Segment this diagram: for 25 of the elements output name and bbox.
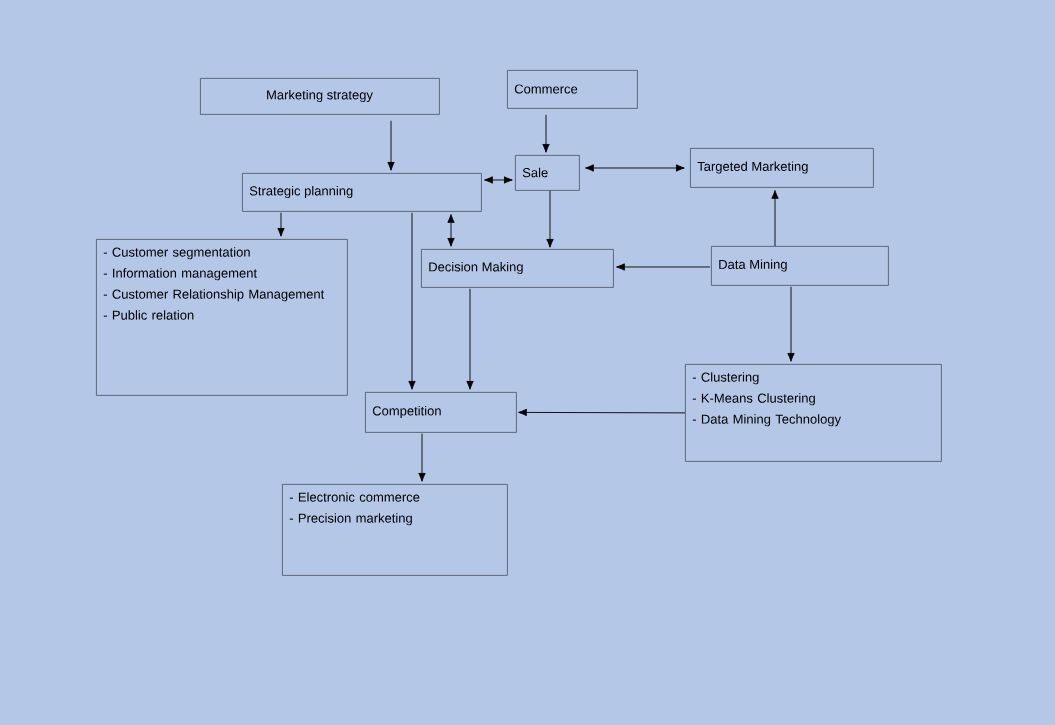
text-box: Strategic planning [242, 173, 482, 212]
text-box: Sale [515, 155, 580, 191]
arrow [447, 214, 455, 247]
arrow [418, 433, 426, 482]
arrow [387, 120, 395, 171]
text-box: Commerce [507, 70, 638, 109]
arrow [542, 114, 550, 153]
arrow [484, 176, 513, 184]
arrow [585, 164, 685, 172]
text-box: Data Mining [711, 246, 889, 286]
text-box: - Customer segmentation - Information management - Customer Relationship Management - Public relation [96, 239, 348, 396]
arrow [771, 190, 779, 247]
text-box: Decision Making [421, 249, 614, 288]
arrow [787, 286, 795, 362]
arrow [616, 263, 711, 271]
arrow [277, 212, 285, 237]
text-box: Targeted Marketing [690, 148, 874, 188]
arrow [466, 288, 474, 390]
arrow [408, 212, 416, 390]
text-box: - Clustering - K-Means Clustering - Data Mining Technology [685, 364, 942, 462]
arrow [546, 190, 554, 248]
arrow [518, 408, 686, 417]
text-box: Competition [365, 392, 517, 433]
text-box: - Electronic commerce - Precision marketing [282, 484, 508, 576]
text-box: Marketing strategy [200, 78, 440, 115]
